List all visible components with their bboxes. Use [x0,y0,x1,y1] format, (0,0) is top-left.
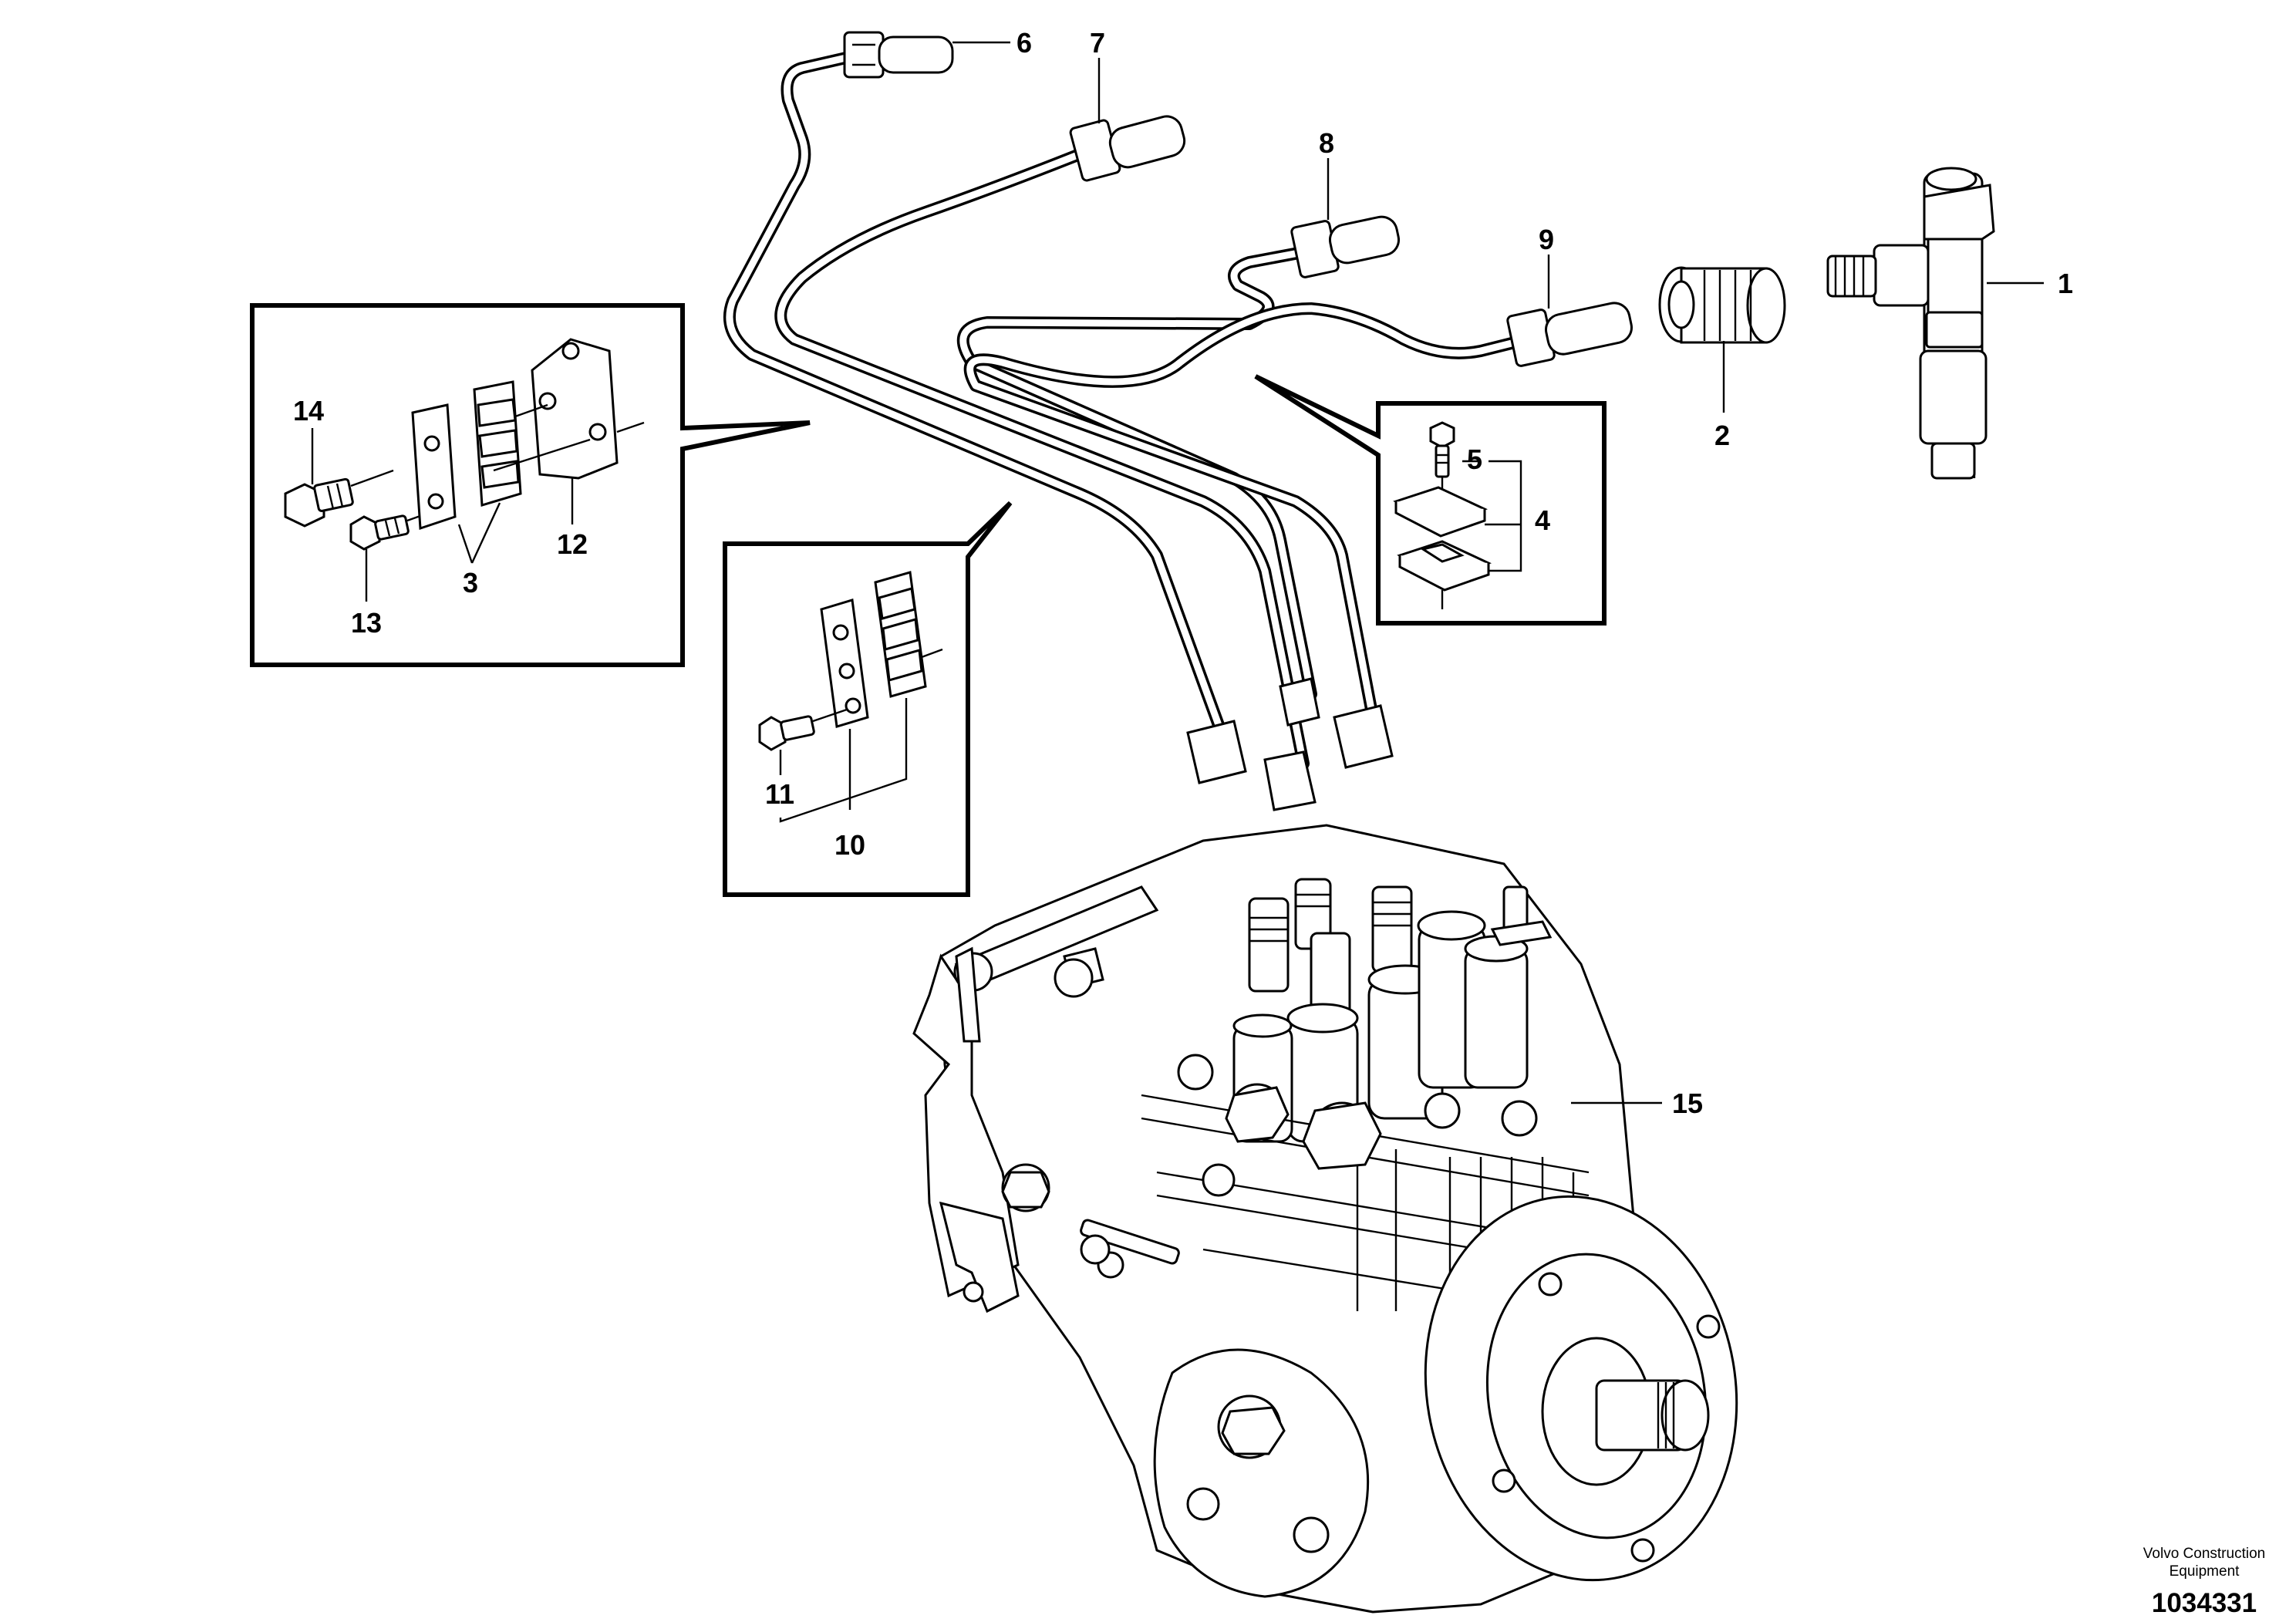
drawing-reference-number: 1034331 [2152,1588,2257,1618]
nozzle-adapter-sleeve [1658,266,1786,344]
callout-14: 14 [293,395,324,427]
callout-6: 6 [1017,27,1032,59]
plate-12 [493,338,645,480]
clamp-halves-4 [1393,486,1492,609]
clamp-halves-3 [411,380,522,531]
drawing-credit: Volvo Construction Equipment 1034331 [2143,1546,2265,1618]
nut-pipe-7 [1069,115,1186,182]
nut-pipe-9 [1506,302,1633,367]
bolt-5 [1429,421,1455,500]
injector-nozzle-holder [1826,167,1995,480]
pipe-end-nuts [843,31,1633,367]
callout-10: 10 [834,829,865,861]
fuel-injection-lines [723,49,1533,770]
callout-8: 8 [1319,127,1334,159]
callout-3: 3 [463,567,478,599]
callout-labels: 1 2 3 4 5 6 7 8 9 10 11 12 13 14 15 [293,27,2073,1119]
inset-clamp-set-b [723,501,1013,897]
callout-12: 12 [557,528,588,560]
callout-2: 2 [1714,420,1730,451]
callout-4: 4 [1535,504,1550,536]
callout-1: 1 [2058,268,2073,299]
delivery-valve-holders [1232,878,1529,1143]
bolt-11 [758,708,848,751]
callout-13: 13 [351,607,382,639]
clamp-halves-10 [820,571,943,728]
fuel-injection-pump [912,824,1738,1614]
callout-9: 9 [1539,224,1554,255]
callout-15: 15 [1672,1088,1703,1119]
nut-pipe-8 [1290,215,1401,278]
drive-flange [1424,1195,1738,1582]
callout-leaders [952,41,2044,1104]
nut-pipe-6 [843,31,954,79]
credit-line-2: Equipment [2170,1563,2240,1580]
bolt-14 [284,469,394,528]
inset-clamp-set-a [250,303,811,667]
callout-11: 11 [765,778,794,810]
pump-pipe-nuts [1186,677,1394,811]
inset-clamp-set-c [1254,374,1607,626]
valve-threads [1249,893,1411,943]
credit-line-1: Volvo Construction [2143,1546,2265,1562]
callout-7: 7 [1090,27,1105,59]
callout-5: 5 [1467,443,1482,475]
bolt-13 [349,508,440,551]
